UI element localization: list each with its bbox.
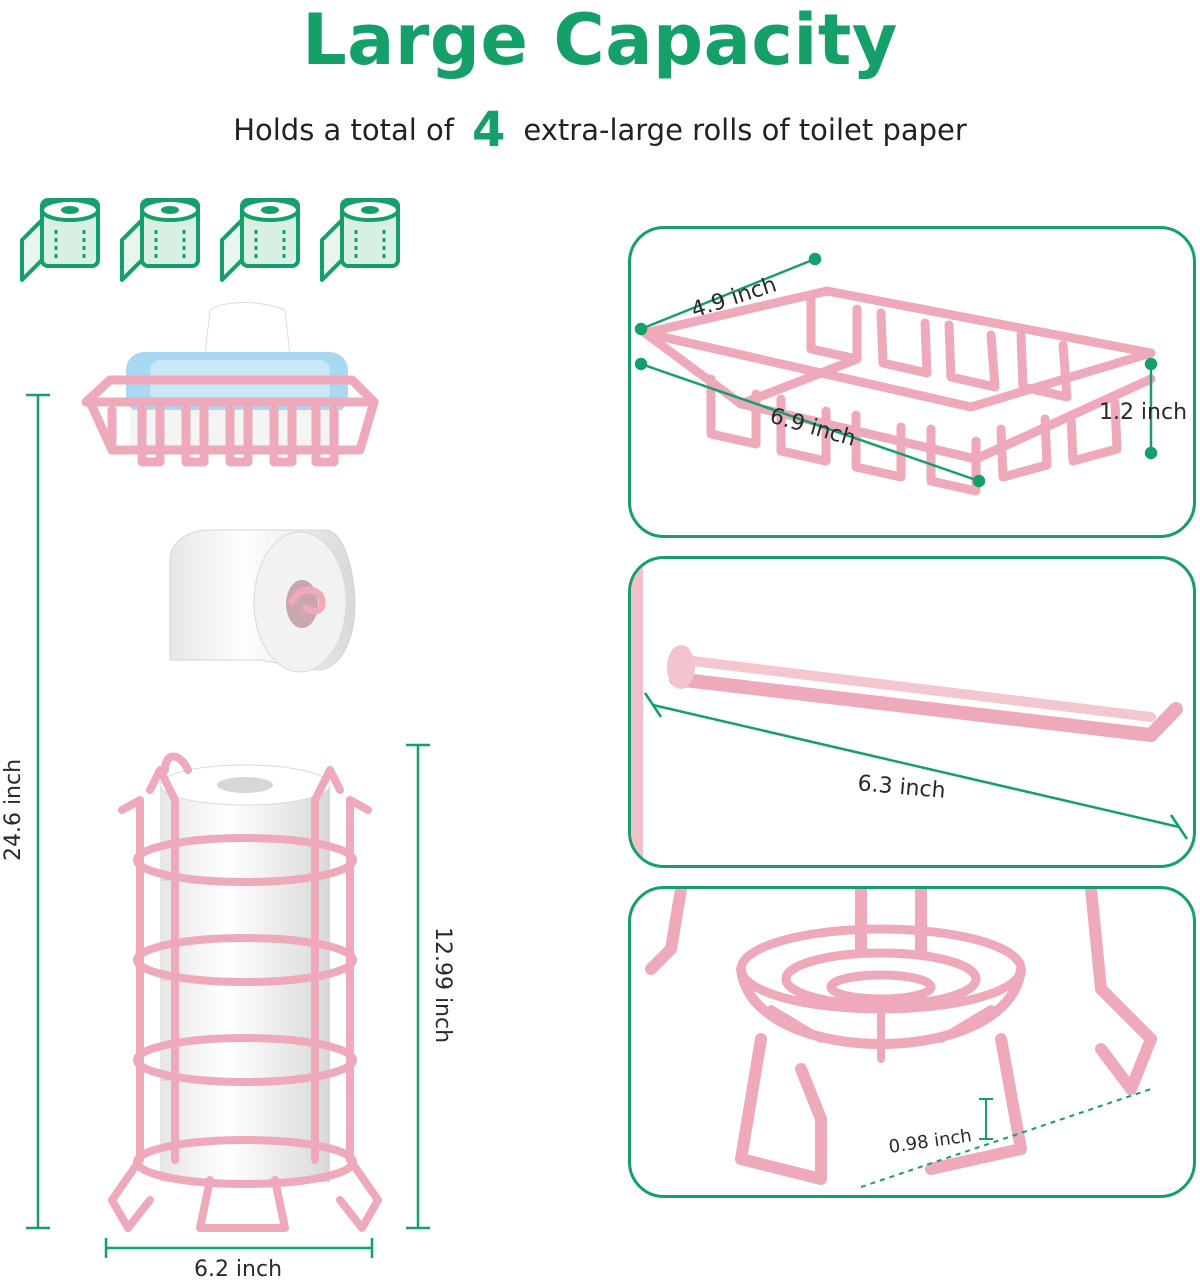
base-width-label: 6.2 inch [194, 1257, 282, 1280]
holder-height-dimension [406, 743, 430, 1230]
top-shelf [81, 375, 379, 467]
toilet-roll-icon [220, 198, 300, 282]
cage-frame [108, 752, 382, 1232]
shelf-dimension-lines [634, 252, 1158, 488]
page-title: Large Capacity [302, 0, 898, 81]
toilet-roll-icon [120, 198, 200, 282]
shelf-detail-panel: 4.9 inch 6.9 inch 1.2 inch [628, 226, 1196, 538]
toilet-roll-icon [20, 198, 100, 282]
toilet-roll-icon [320, 198, 400, 282]
subtitle-suffix: extra-large rolls of toilet paper [523, 113, 967, 147]
arm-dimension-line [643, 692, 1189, 840]
shelf-height-label: 1.2 inch [1099, 400, 1187, 425]
total-height-dimension [26, 393, 50, 1230]
base-width-dimension [104, 1238, 374, 1258]
roll-count: 4 [472, 102, 506, 158]
capacity-subtitle: Holds a total of 4 extra-large rolls of … [0, 100, 1200, 160]
base-detail-panel: 0.98 inch [628, 886, 1196, 1198]
hanging-roll [169, 529, 356, 673]
roll-storage-cage [159, 764, 331, 1182]
base-dimension-lines [860, 1088, 1152, 1188]
holder-height-label: 12.99 inch [430, 927, 455, 1043]
total-height-label: 24.6 inch [1, 759, 26, 861]
arm-detail-panel: 6.3 inch [628, 556, 1196, 868]
arm-length-label: 6.3 inch [857, 771, 947, 804]
subtitle-prefix: Holds a total of [233, 113, 455, 147]
